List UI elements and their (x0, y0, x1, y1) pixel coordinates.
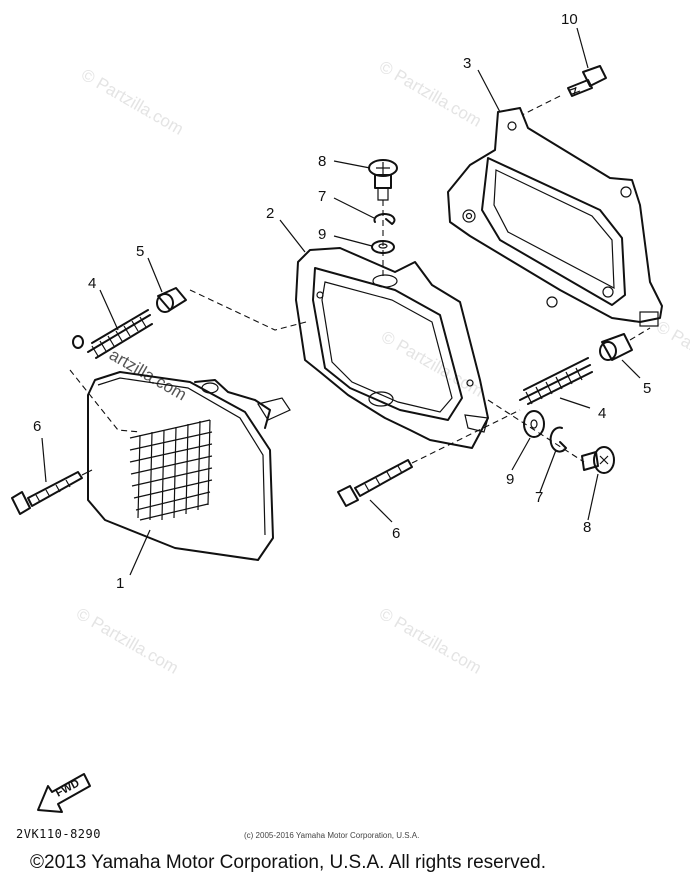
callout-label: 7 (535, 489, 543, 506)
leader-lines (41, 27, 641, 576)
screw-part-6-left (11, 471, 83, 515)
callout-label: 4 (598, 405, 606, 422)
callout-label: 8 (318, 153, 326, 170)
lens-grid (129, 419, 213, 521)
diagram-code: 2VK110-8290 (16, 827, 101, 841)
callout-label: 10 (561, 11, 578, 28)
watermark-text: © Partzilla.com (376, 604, 485, 678)
watermark-text: © Partzilla.com (653, 317, 690, 391)
headlight-part (87, 371, 291, 561)
watermark-text: © Partzilla.com (73, 604, 182, 678)
spring-part-4-right (519, 357, 593, 405)
watermark-text: © Partzilla.com (378, 327, 487, 401)
callout-label: 6 (392, 525, 400, 542)
callout-label: 8 (583, 519, 591, 536)
callout-label: 1 (116, 575, 124, 592)
washer-part-9-right (523, 410, 545, 438)
callout-label: 5 (643, 380, 651, 397)
grommet-part-5-left (156, 287, 187, 313)
screw-part-6-center (337, 459, 413, 507)
watermark-text: © Partzilla.com (78, 65, 187, 139)
callout-label: 5 (136, 243, 144, 260)
screw-part-8-top (368, 159, 398, 201)
callout-label: 2 (266, 205, 274, 222)
grommet-part-5-right (599, 333, 633, 361)
callout-label: 4 (88, 275, 96, 292)
screw-part-8-right (581, 446, 615, 474)
callout-label: 7 (318, 188, 326, 205)
watermark-layer: © Partzilla.com © Partzilla.com © Partzi… (73, 57, 690, 678)
lock-washer-part-7-top (373, 213, 396, 225)
fwd-label: FWD (54, 777, 82, 799)
bolt-part-10 (567, 65, 607, 97)
housing-part (295, 247, 489, 449)
small-copyright: (c) 2005-2016 Yamaha Motor Corporation, … (244, 831, 419, 840)
bracket-part (447, 107, 663, 327)
callout-label: 9 (506, 471, 514, 488)
callout-label: 3 (463, 55, 471, 72)
fwd-arrow-icon: FWD (37, 773, 91, 813)
callout-label: 9 (318, 226, 326, 243)
washer-small-left (72, 335, 84, 349)
spring-part-4-left (87, 309, 153, 359)
callout-labels: 1 2 3 4 4 5 5 6 6 7 7 8 8 9 9 10 (33, 11, 651, 592)
copyright-notice: ©2013 Yamaha Motor Corporation, U.S.A. A… (30, 852, 546, 873)
watermark-text: artzilla.com (106, 345, 190, 404)
lock-washer-part-7-right (549, 426, 567, 453)
callout-label: 6 (33, 418, 41, 435)
